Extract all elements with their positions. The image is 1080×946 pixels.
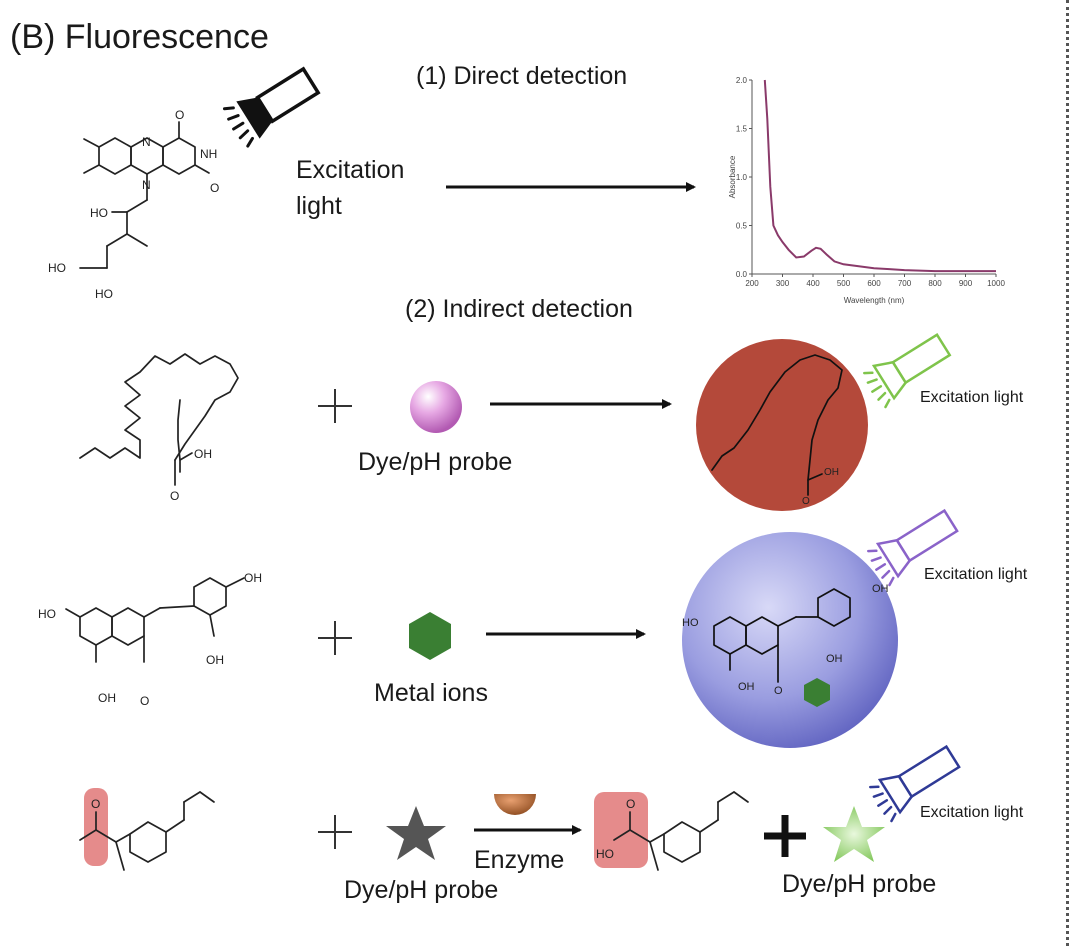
- chart-x-tick-label: 200: [745, 279, 759, 288]
- direct-excitation-label: Excitation light: [296, 156, 405, 220]
- indirect-detection-heading: (2) Indirect detection: [405, 295, 633, 323]
- panel-divider: [1066, 0, 1069, 946]
- complex2-atom-oh2: OH: [826, 653, 843, 665]
- flavanone-atom-oh2: OH: [206, 653, 224, 667]
- green-flashlight-icon: [863, 333, 952, 409]
- dye-probe-star: [386, 806, 446, 860]
- chart-series-line: [763, 79, 996, 273]
- chart-y-tick-label: 0.0: [736, 270, 748, 279]
- plus-sign-row3: [318, 815, 352, 849]
- complex-atom-oh: OH: [824, 467, 839, 478]
- flashlight-icon: [222, 66, 321, 148]
- riboflavin-atom-ho2: HO: [48, 261, 66, 275]
- dye-probe-sphere: [410, 381, 462, 433]
- row2-reagent-label: Metal ions: [374, 679, 488, 707]
- row2-excitation-label: Excitation light: [924, 566, 1028, 583]
- chart-y-tick-label: 1.5: [736, 125, 748, 134]
- chart-x-tick-label: 300: [776, 279, 790, 288]
- metal-ion-hexagon: [409, 612, 451, 660]
- chart-y-tick-label: 0.5: [736, 222, 748, 231]
- figure-title: (B) Fluorescence: [10, 18, 269, 56]
- enzyme-icon: [494, 794, 536, 815]
- chart-x-tick-label: 500: [837, 279, 851, 288]
- metal-complex-particle: [682, 532, 898, 748]
- fatty-acid-atom-oh: OH: [194, 447, 212, 461]
- riboflavin-structure: [79, 121, 210, 269]
- bound-metal-hexagon: [804, 678, 830, 707]
- chart-x-tick-label: 600: [867, 279, 881, 288]
- absorbance-spectrum-chart: 200 300 400 500 600 700 800 900 1000 0.0 0.5 1.0 1.…: [728, 76, 1005, 305]
- chart-x-tick-label: 700: [898, 279, 912, 288]
- chart-y-tick-label: 2.0: [736, 76, 748, 85]
- row3-product-label: Dye/pH probe: [782, 870, 937, 898]
- complex2-atom-oh1: OH: [872, 583, 889, 595]
- chart-x-tick-label: 400: [806, 279, 820, 288]
- acid-product-structure: [613, 791, 749, 871]
- complex2-atom-o: O: [774, 685, 783, 697]
- flavanone-atom-oh1: OH: [244, 571, 262, 585]
- direct-detection-heading: (1) Direct detection: [416, 62, 628, 90]
- fatty-acid-atom-o: O: [170, 489, 179, 503]
- plus-sign-row2: [318, 621, 352, 655]
- complex-atom-o: O: [802, 496, 810, 507]
- ketone-substrate-structure: [79, 791, 215, 871]
- complexed-flavanone-structure: [713, 588, 851, 683]
- fluorescent-star: [823, 806, 885, 862]
- complexed-fatty-acid-structure: [711, 354, 843, 496]
- ketone-atom-o: O: [91, 797, 100, 811]
- riboflavin-atom-ho1: HO: [90, 206, 108, 220]
- row1-reagent-label: Dye/pH probe: [358, 448, 513, 476]
- flavanone-atom-ho: HO: [38, 607, 56, 621]
- complex2-atom-oh3: OH: [738, 681, 755, 693]
- purple-flashlight-icon: [867, 508, 959, 587]
- chart-y-axis-title: Absorbance: [728, 155, 737, 198]
- chart-x-tick-label: 1000: [987, 279, 1005, 288]
- row3-excitation-label: Excitation light: [920, 804, 1024, 821]
- fatty-acid-complex-particle: [696, 339, 868, 511]
- riboflavin-atom-n1: N: [142, 135, 151, 149]
- blue-flashlight-icon: [869, 744, 961, 823]
- chart-x-tick-label: 800: [928, 279, 942, 288]
- acid-atom-o: O: [626, 797, 635, 811]
- complex2-atom-ho: HO: [682, 617, 699, 629]
- riboflavin-atom-o2: O: [210, 181, 219, 195]
- plus-sign-row1: [318, 389, 352, 423]
- fatty-acid-structure: [79, 353, 239, 486]
- acid-highlight: [594, 792, 648, 868]
- flavanone-structure: [65, 577, 245, 663]
- bold-plus-sign: [764, 815, 806, 857]
- row1-excitation-label: Excitation light: [920, 389, 1024, 406]
- chart-y-tick-label: 1.0: [736, 173, 748, 182]
- riboflavin-atom-ho3: HO: [95, 287, 113, 301]
- chart-x-tick-label: 900: [959, 279, 973, 288]
- riboflavin-atom-n2: N: [142, 178, 151, 192]
- row3-reagent-label: Dye/pH probe: [344, 876, 499, 904]
- enzyme-label: Enzyme: [474, 846, 565, 874]
- chart-x-axis-title: Wavelength (nm): [844, 296, 905, 305]
- riboflavin-atom-nh: NH: [200, 147, 217, 161]
- acid-atom-ho: HO: [596, 847, 614, 861]
- flavanone-atom-o: O: [140, 694, 149, 708]
- flavanone-atom-oh3: OH: [98, 691, 116, 705]
- riboflavin-atom-o1: O: [175, 108, 184, 122]
